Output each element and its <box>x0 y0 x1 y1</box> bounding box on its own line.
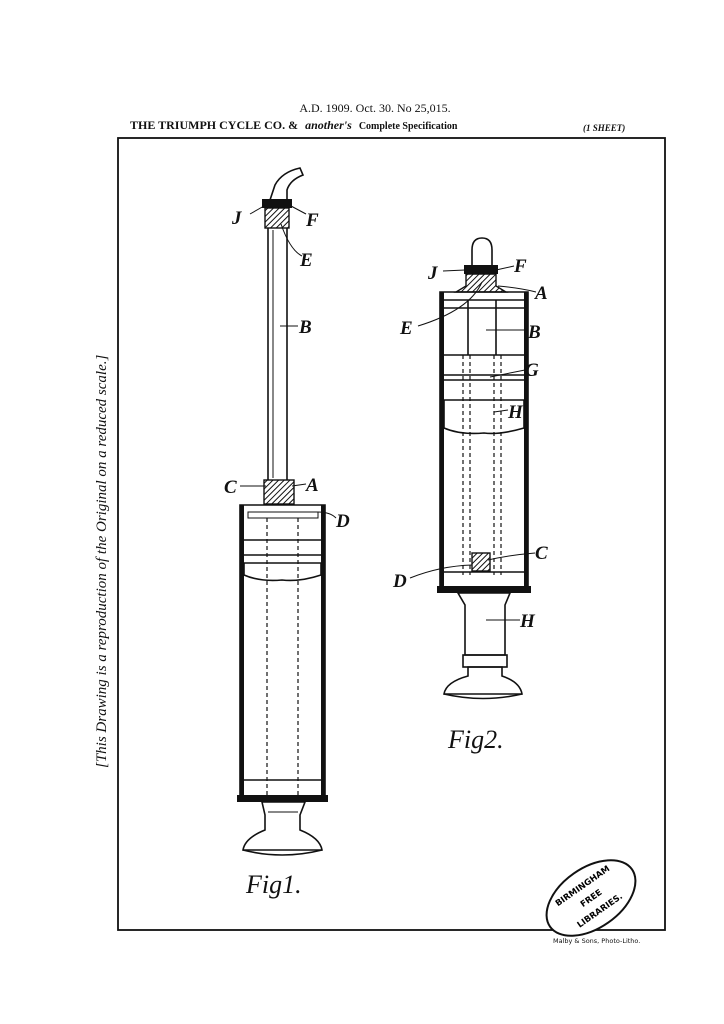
fig1-label-f: F <box>305 210 319 231</box>
figure-1-leader-lines <box>240 205 337 519</box>
fig2-label-e: E <box>399 318 413 339</box>
reduced-scale-note: [This Drawing is a reproduction of the O… <box>94 355 110 768</box>
figure-2-syringe <box>437 237 531 700</box>
header-company: THE TRIUMPH CYCLE CO. & <box>130 118 298 132</box>
fig2-label-c: C <box>535 543 548 564</box>
fig2-caption: Fig2. <box>447 725 504 754</box>
fig2-label-b: B <box>527 322 541 343</box>
fig1-label-e: E <box>299 250 313 271</box>
header-title: THE TRIUMPH CYCLE CO. & another's Comple… <box>130 118 458 132</box>
fig1-label-a: A <box>305 475 319 496</box>
figure-2-leader-lines <box>409 265 537 621</box>
fig1-label-c: C <box>224 477 237 498</box>
header-date-number: A.D. 1909. Oct. 30. No 25,015. <box>299 101 450 115</box>
figure-1-syringe <box>237 167 328 856</box>
fig2-label-g: G <box>525 360 539 381</box>
fig2-label-a: A <box>534 283 548 304</box>
library-stamp: BIRMINGHAM FREE LIBRARIES. <box>545 859 637 937</box>
fig1-label-j: J <box>231 208 242 229</box>
header-spec: Complete Specification <box>359 121 458 132</box>
fig1-caption: Fig1. <box>245 870 302 899</box>
fig2-label-j: J <box>427 263 438 284</box>
fig1-label-b: B <box>298 317 312 338</box>
drawing-border <box>117 137 666 931</box>
fig2-label-h-upper: H <box>507 402 524 423</box>
fig2-label-d: D <box>392 571 407 592</box>
printer-credit: Malby & Sons, Photo-Litho. <box>553 937 640 945</box>
sheet-count: (1 SHEET) <box>583 123 625 133</box>
fig1-label-d: D <box>335 511 350 532</box>
fig2-label-f: F <box>513 256 527 277</box>
header-another: another's <box>305 118 352 132</box>
fig2-label-h-lower: H <box>519 611 536 632</box>
